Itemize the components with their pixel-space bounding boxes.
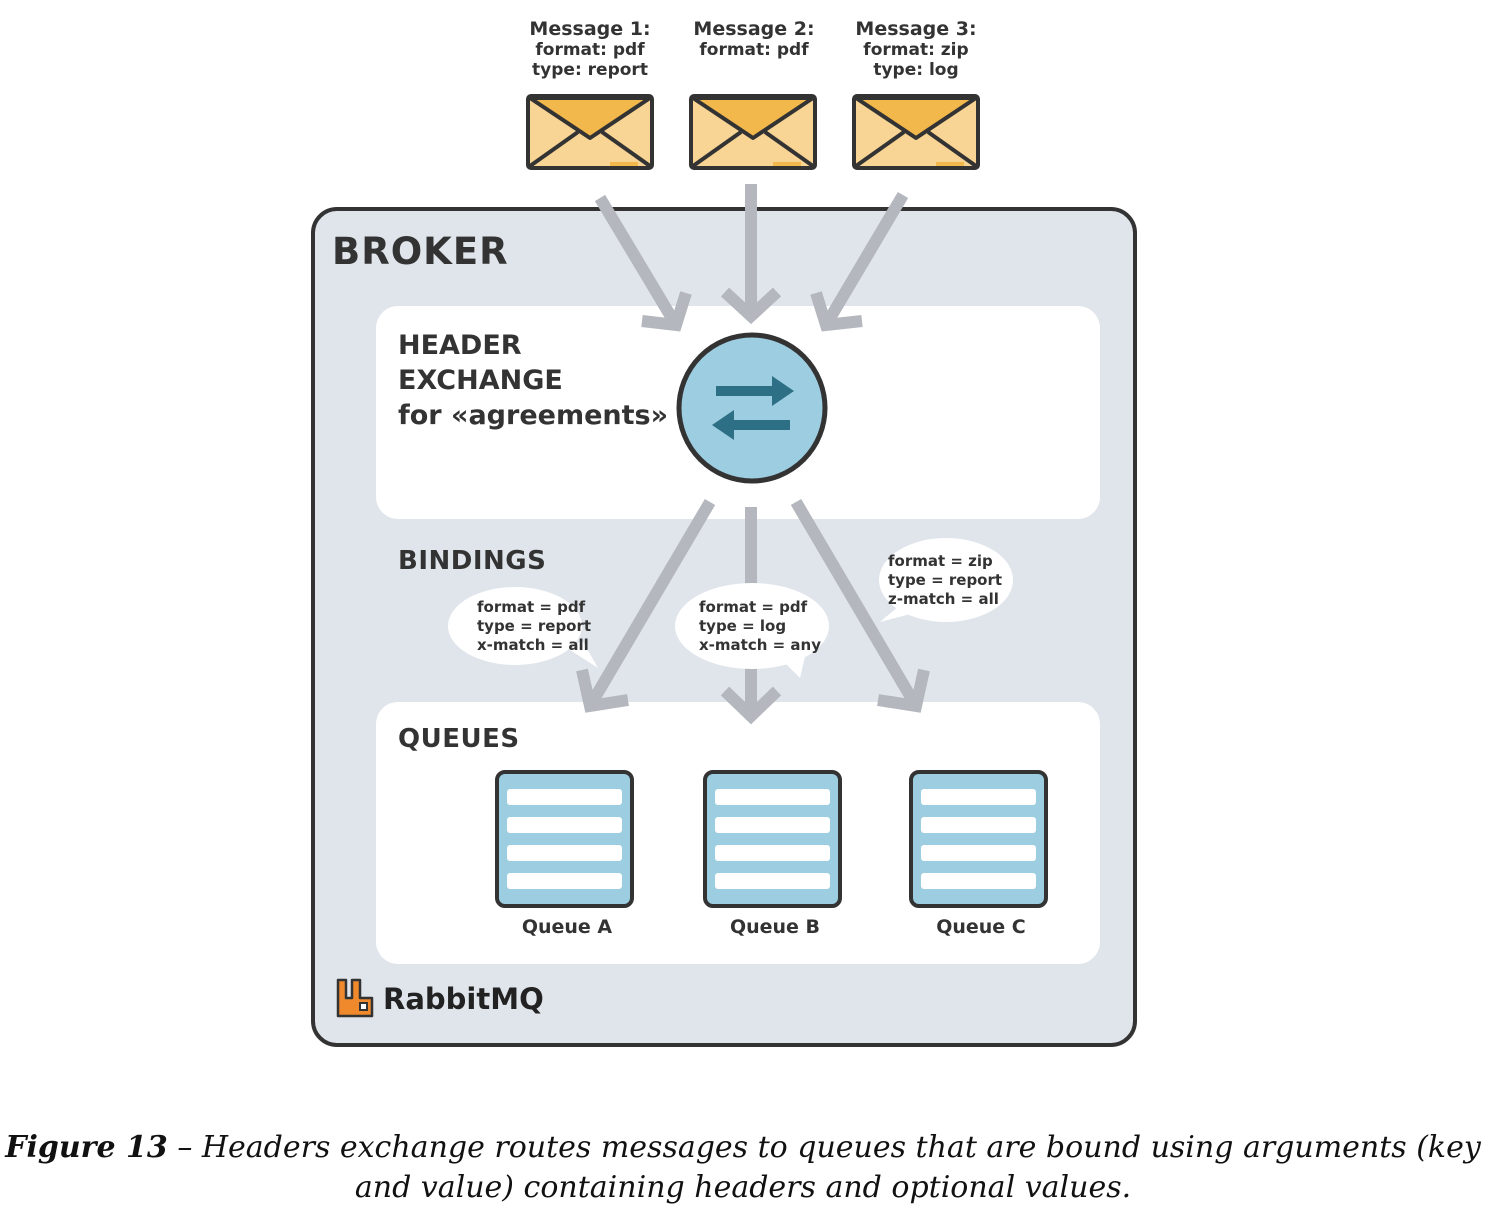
caption-text: and value) containing headers and option… [354,1170,1132,1205]
message-header: type: log [873,60,959,80]
incoming-arrow [594,194,682,329]
binding-bubble [879,538,1013,622]
message-header: format: zip [863,40,969,60]
queue-icon [703,770,842,908]
binding-bubble [448,587,582,665]
rabbitmq-logo-icon [336,978,374,1018]
message-title: Message 1: [529,18,651,40]
binding-arrow [584,498,716,710]
binding-args: format = pdf type = report x-match = all [477,598,591,655]
binding-bubble [675,583,829,669]
message-header: format: pdf [699,40,809,60]
bindings-title: BINDINGS [398,546,547,576]
binding-arg: format = pdf [699,598,808,616]
binding-arg: type = log [699,617,787,635]
envelope-icon [852,94,980,170]
binding-arg: x-match = any [699,636,821,654]
binding-arrow-head [720,686,782,725]
message-1-label: Message 1: format: pdf type: report [510,18,670,80]
queue-label: Queue C [936,916,1026,938]
binding-arg: type = report [477,617,592,635]
queue-label: Queue A [521,916,613,938]
exchange-title: HEADER EXCHANGE for «agreements» [398,328,668,433]
message-2-label: Message 2: format: pdf [674,18,834,60]
exchange-title-line: EXCHANGE [398,365,563,396]
message-header: format: pdf [535,40,645,60]
broker-title: BROKER [332,230,509,273]
exchange-icon [676,332,828,484]
message-title: Message 2: [693,18,815,40]
binding-arg: format = pdf [477,598,586,616]
binding-arrow [790,498,922,710]
binding-arrow-head [576,668,629,713]
queues-title: QUEUES [398,724,520,754]
brand-name: RabbitMQ [383,982,544,1016]
binding-arg: x-match = all [477,636,589,654]
message-3-label: Message 3: format: zip type: log [836,18,996,80]
incoming-arrow-head [810,291,863,332]
incoming-arrow [820,191,909,329]
binding-arrow-head [877,668,930,713]
incoming-arrow-head [641,291,692,332]
message-title: Message 3: [855,18,977,40]
incoming-arrow-head [720,287,782,325]
binding-args: format = zip type = report z-match = all [888,552,1002,609]
exchange-title-line: for «agreements» [398,400,669,431]
message-header: type: report [532,60,648,80]
queue-label: Queue B [729,916,821,938]
figure-number: Figure 13 [5,1130,168,1165]
queue-icon [909,770,1048,908]
envelope-icon [689,94,817,170]
exchange-title-line: HEADER [398,330,522,361]
queue-icon [495,770,634,908]
binding-arg: z-match = all [888,590,999,608]
binding-arg: type = report [888,571,1003,589]
binding-args: format = pdf type = log x-match = any [699,598,821,655]
envelope-icon [526,94,654,170]
caption-text: – Headers exchange routes messages to qu… [167,1130,1481,1165]
figure-caption: Figure 13 – Headers exchange routes mess… [0,1128,1486,1208]
binding-arg: format = zip [888,552,993,570]
